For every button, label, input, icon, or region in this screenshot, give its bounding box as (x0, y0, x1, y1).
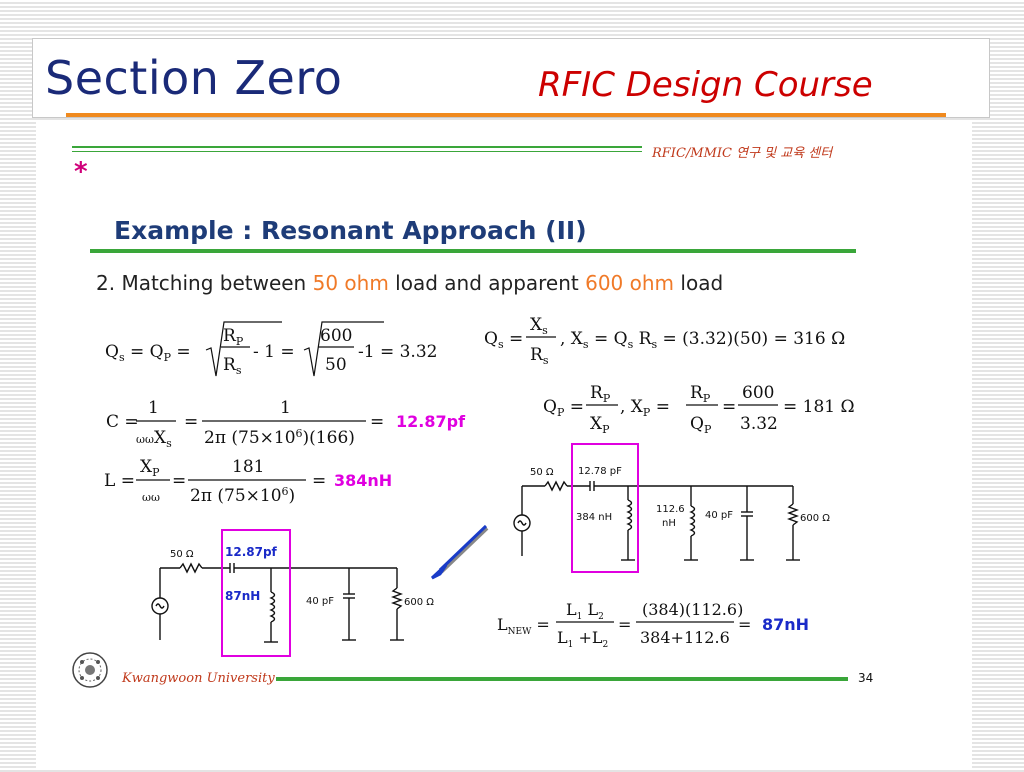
equation-l: L = XP ωω = 181 2π (75×106) = (104, 457, 326, 506)
svg-text:384+112.6: 384+112.6 (640, 628, 730, 647)
center-label: RFIC/MMIC 연구 및 교육 센터 (651, 146, 834, 161)
slide-content: RFIC/MMIC 연구 및 교육 센터 * Example : Resonan… (36, 122, 972, 768)
highlight-box-right (571, 443, 639, 573)
svg-text:XP: XP (140, 457, 160, 479)
svg-text:Rs: Rs (223, 355, 242, 377)
answer-l: 384nH (334, 471, 392, 490)
left-r-label: 50 Ω (170, 549, 194, 560)
svg-text:Xs: Xs (530, 315, 548, 337)
answer-lnew: 87nH (762, 615, 809, 634)
svg-text:L1 +L2: L1 +L2 (557, 628, 608, 650)
left-c-label: 12.87pf (225, 545, 278, 559)
subtitle: 2. Matching between 50 ohm load and appa… (96, 271, 723, 295)
svg-text:=: = (312, 471, 326, 491)
svg-text:50: 50 (325, 355, 347, 375)
arrow-icon (430, 524, 489, 580)
subtitle-highlight-600ohm: 600 ohm (585, 271, 674, 295)
svg-text:-1 = 3.32: -1 = 3.32 (358, 342, 437, 362)
equation-xs: Qs = Xs Rs , Xs = Qs Rs = (3.32)(50) = 3… (484, 315, 845, 367)
svg-text:1: 1 (148, 398, 159, 418)
circuit-left (151, 562, 404, 643)
svg-text:RP: RP (590, 383, 611, 405)
svg-text:2π (75×106): 2π (75×106) (190, 485, 295, 506)
footer-university: Kwangwoon University (121, 671, 275, 686)
svg-text:L1 L2: L1 L2 (566, 600, 604, 622)
answer-c: 12.87pf (396, 412, 466, 431)
svg-text:600: 600 (742, 383, 774, 403)
right-cap-label: 40 pF (705, 510, 733, 521)
right-load-label: 600 Ω (800, 513, 830, 524)
highlight-box-left (221, 529, 291, 657)
svg-text:Qs =: Qs = (484, 329, 523, 351)
svg-text:=: = (722, 397, 736, 417)
footer-green-rule (276, 677, 848, 681)
svg-text:=: = (618, 615, 631, 634)
svg-text:= 181 Ω: = 181 Ω (783, 397, 855, 417)
svg-text:Qs = QP =: Qs = QP = (105, 342, 191, 364)
svg-text:LNEW =: LNEW = (497, 615, 550, 637)
example-underline (90, 249, 856, 253)
equation-q: Qs = QP = RP Rs - 1 = 600 50 -1 = 3.32 (105, 321, 437, 377)
svg-text:=: = (738, 615, 751, 634)
svg-text:=: = (172, 471, 186, 491)
svg-text:(384)(112.6): (384)(112.6) (642, 600, 743, 619)
svg-text:=: = (184, 412, 198, 432)
svg-text:181: 181 (232, 457, 264, 477)
course-title: RFIC Design Course (538, 65, 873, 105)
equation-xp: QP = RP XP , XP = RP QP = 600 3.32 = 181… (543, 383, 855, 436)
svg-text:=: = (370, 412, 384, 432)
right-c-label: 12.78 pF (578, 466, 622, 477)
subtitle-part3: load (674, 271, 723, 295)
right-l2-label-b: nH (662, 518, 676, 529)
svg-text:600: 600 (320, 326, 352, 346)
left-l-label: 87nH (225, 589, 260, 603)
svg-text:RP: RP (690, 383, 711, 405)
svg-text:ωωXs: ωωXs (136, 428, 172, 450)
svg-text:C =: C = (106, 412, 139, 432)
svg-text:2π (75×106)(166): 2π (75×106)(166) (204, 427, 355, 448)
bullet-star: * (74, 157, 88, 187)
left-load-label: 600 Ω (404, 597, 434, 608)
svg-text:, Xs = Qs Rs = (3.32)(50) = 3: , Xs = Qs Rs = (3.32)(50) = 316 Ω (560, 329, 845, 351)
svg-text:QP =: QP = (543, 397, 584, 419)
example-title: Example : Resonant Approach (II) (114, 216, 587, 245)
right-l-label: 384 nH (576, 512, 612, 523)
slide-canvas: RFIC/MMIC 연구 및 교육 센터 * Example : Resonan… (72, 146, 873, 688)
svg-text:1: 1 (280, 398, 291, 418)
title-underline (66, 113, 946, 117)
circuit-right (513, 480, 800, 561)
equation-lnew: LNEW = L1 L2 L1 +L2 = (384)(112.6) 384+1… (497, 600, 751, 650)
svg-text:XP: XP (590, 414, 610, 436)
university-logo-icon (72, 652, 108, 688)
svg-text:- 1 =: - 1 = (253, 342, 295, 362)
svg-text:, XP =: , XP = (620, 397, 670, 419)
right-l2-label-a: 112.6 (656, 504, 685, 515)
right-r-label: 50 Ω (530, 467, 554, 478)
top-green-rule (72, 146, 642, 148)
left-cap-label: 40 pF (306, 596, 334, 607)
section-title: Section Zero (45, 51, 343, 105)
svg-text:RP: RP (223, 326, 244, 348)
subtitle-part2: load and apparent (389, 271, 585, 295)
subtitle-part1: 2. Matching between (96, 271, 313, 295)
subtitle-highlight-50ohm: 50 ohm (313, 271, 389, 295)
svg-text:Rs: Rs (530, 345, 549, 367)
svg-text:3.32: 3.32 (740, 414, 778, 434)
svg-text:L =: L = (104, 471, 135, 491)
title-bar: Section Zero RFIC Design Course (32, 38, 990, 118)
equation-c: C = 1 ωωXs = 1 2π (75×106)(166) = (106, 398, 384, 450)
svg-text:QP: QP (690, 414, 712, 436)
top-green-rule-2 (72, 151, 642, 152)
page-number: 34 (858, 671, 873, 685)
svg-text:ωω: ωω (142, 491, 160, 504)
